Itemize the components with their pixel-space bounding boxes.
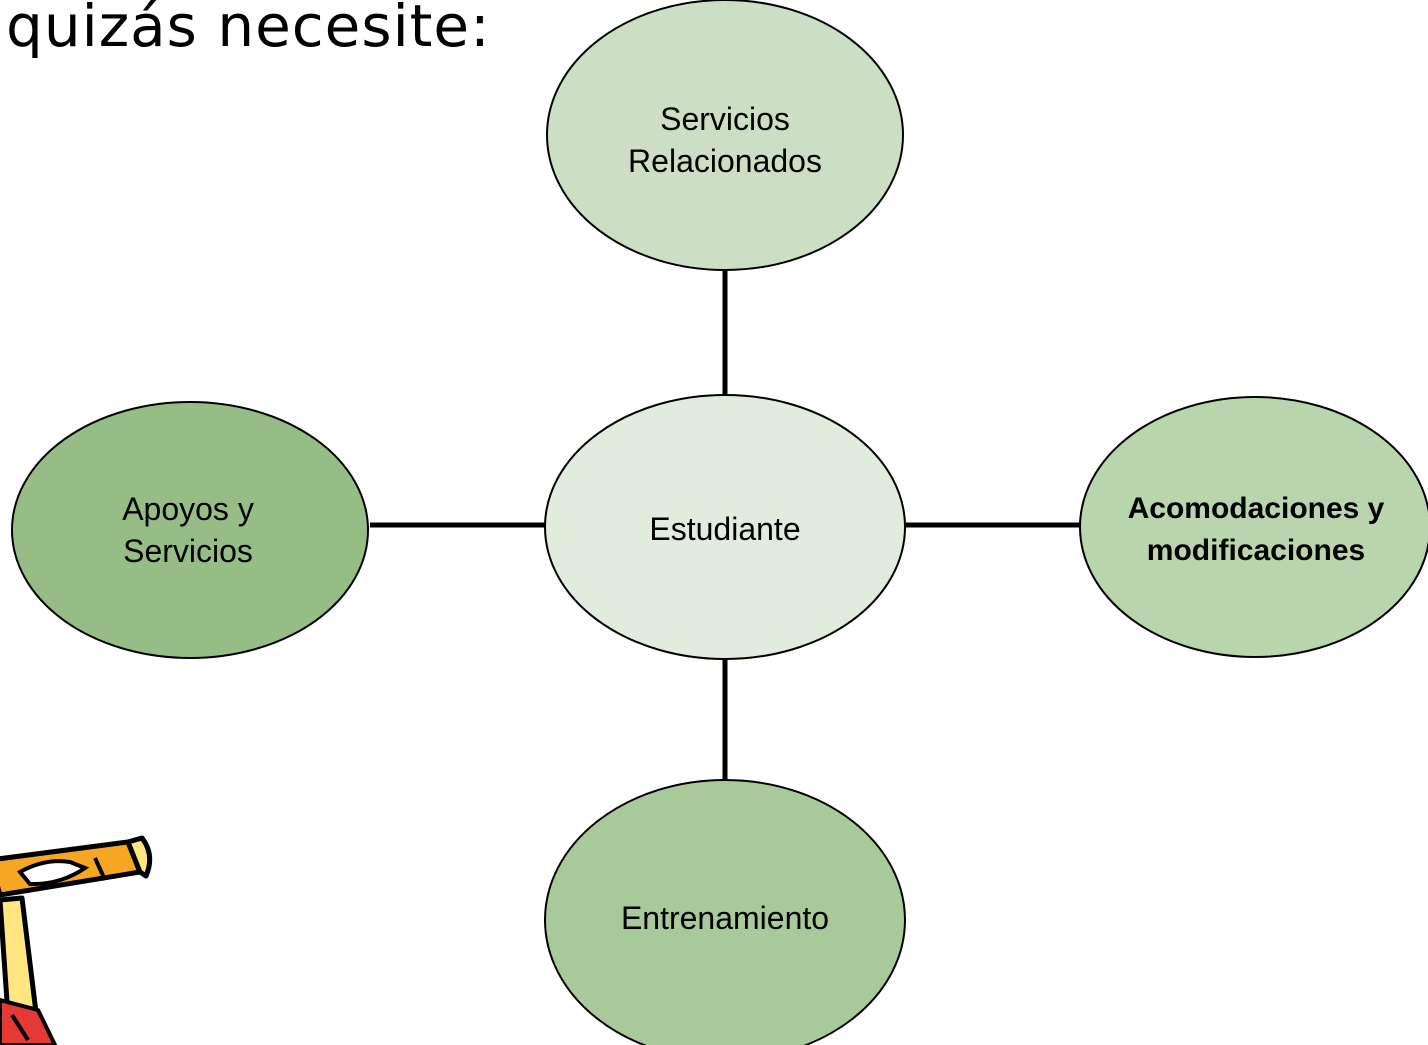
node-center-label: Estudiante (649, 511, 801, 547)
node-right-label: Acomodaciones y modificaciones (1128, 488, 1385, 572)
node-top-label-line1: Servicios (660, 101, 790, 137)
node-right-shape (1079, 396, 1428, 658)
node-left-label-line2: Servicios (123, 533, 253, 569)
node-bottom-shape (544, 779, 906, 1045)
node-left-label: Apoyos y Servicios (122, 488, 254, 572)
node-left-label-line1: Apoyos y (122, 491, 254, 527)
node-bottom-label: Entrenamiento (620, 900, 830, 936)
node-left-shape (11, 401, 369, 659)
node-top-label-line2: Relacionados (628, 143, 822, 179)
node-right-label-line1: Acomodaciones y (1127, 492, 1385, 525)
node-top-shape (546, 0, 904, 271)
node-top-label: Servicios Relacionados (628, 98, 822, 182)
slide-title: quizás necesite: (6, 0, 491, 60)
node-center-shape (544, 394, 906, 660)
pencil-clipart-icon (0, 835, 153, 1045)
node-right-label-line2: modificaciones (1146, 534, 1366, 567)
